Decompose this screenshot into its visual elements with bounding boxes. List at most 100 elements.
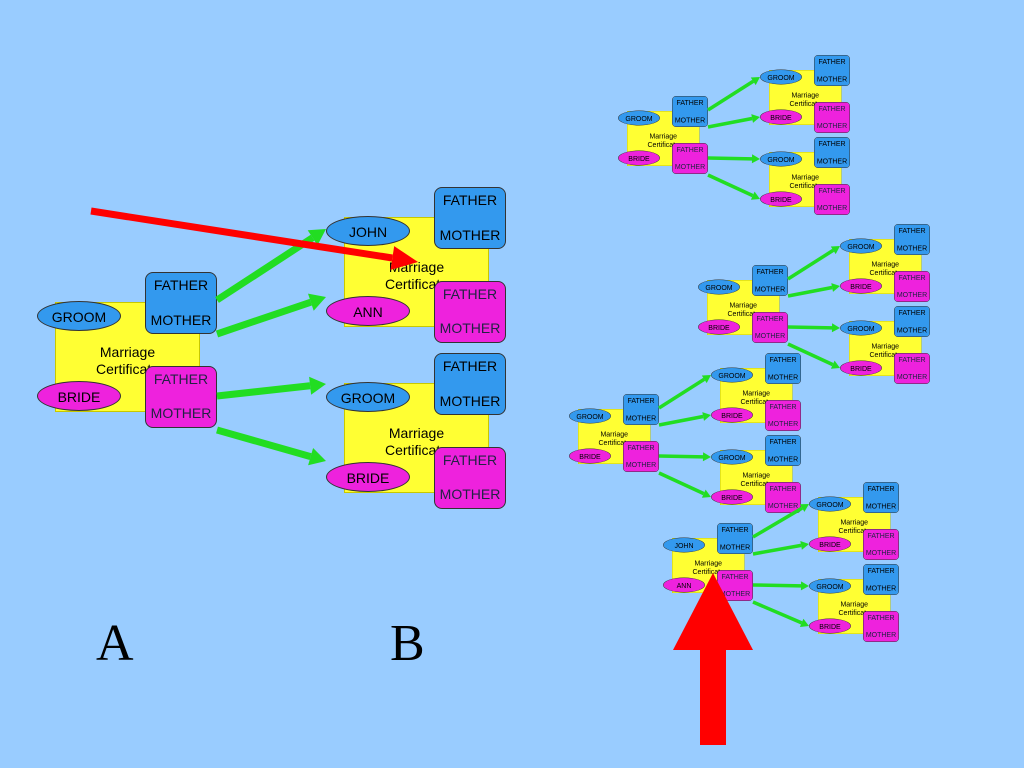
certificate-label: Marriage Certificate xyxy=(647,132,680,149)
john-oval: JOHN xyxy=(663,537,705,553)
groom-father-label: FATHER xyxy=(442,192,498,208)
link-arrow xyxy=(752,600,809,627)
bride-parents-block xyxy=(814,102,850,133)
groom-father-label: FATHER xyxy=(818,57,846,66)
certificate-label: Marriage Certificate xyxy=(740,471,773,488)
groom-mother-label: MOTHER xyxy=(896,244,928,252)
groom-mother-label: MOTHER xyxy=(767,373,799,381)
bride-mother-label: MOTHER xyxy=(439,486,501,502)
groom-father-label: FATHER xyxy=(721,525,749,534)
bride-father-label: FATHER xyxy=(153,371,209,387)
groom-father-label: FATHER xyxy=(756,267,784,276)
bride-father-label: FATHER xyxy=(442,452,498,468)
bride-mother-label: MOTHER xyxy=(150,405,212,421)
bride-oval: BRIDE xyxy=(326,462,410,492)
groom-parents-block xyxy=(814,137,850,168)
bride-father-label: FATHER xyxy=(818,104,846,113)
groom-parents-block xyxy=(863,564,899,595)
groom-mother-label: MOTHER xyxy=(767,455,799,463)
link-arrow xyxy=(707,173,760,200)
groom-parents-block xyxy=(623,394,659,425)
groom-father-label: FATHER xyxy=(442,358,498,374)
groom-mother-label: MOTHER xyxy=(150,312,212,328)
groom-oval: GROOM xyxy=(840,320,882,336)
groom-oval: GROOM xyxy=(698,279,740,295)
groom-parents-block xyxy=(752,265,788,296)
groom-father-label: FATHER xyxy=(867,484,895,493)
bride-oval: BRIDE xyxy=(618,150,660,166)
groom-parents-block xyxy=(765,435,801,466)
bride-mother-label: MOTHER xyxy=(439,320,501,336)
groom-parents-block xyxy=(145,272,217,334)
groom-oval: GROOM xyxy=(760,69,802,85)
bride-father-label: FATHER xyxy=(818,186,846,195)
groom-mother-label: MOTHER xyxy=(674,116,706,124)
bride-mother-label: MOTHER xyxy=(865,548,897,557)
certificate-label: Marriage Certificate xyxy=(789,91,822,108)
bride-oval: BRIDE xyxy=(809,536,851,552)
bride-father-label: FATHER xyxy=(898,273,926,282)
bride-parents-block xyxy=(765,400,801,431)
bride-mother-label: MOTHER xyxy=(767,419,799,428)
bride-father-label: FATHER xyxy=(867,531,895,540)
groom-parents-block xyxy=(894,224,930,255)
groom-father-label: FATHER xyxy=(898,308,926,317)
ann-oval: ANN xyxy=(663,577,705,593)
bride-mother-label: MOTHER xyxy=(767,501,799,510)
bride-father-label: FATHER xyxy=(898,355,926,364)
john-oval: JOHN xyxy=(326,216,410,246)
groom-parents-block xyxy=(814,55,850,86)
bride-father-label: FATHER xyxy=(756,314,784,323)
groom-mother-label: MOTHER xyxy=(896,326,928,334)
bride-mother-label: MOTHER xyxy=(896,290,928,299)
bride-mother-label: MOTHER xyxy=(865,630,897,639)
bride-parents-block xyxy=(434,447,506,509)
link-arrow xyxy=(216,426,326,466)
groom-parents-block xyxy=(672,96,708,127)
groom-oval: GROOM xyxy=(711,367,753,383)
groom-parents-block xyxy=(894,306,930,337)
bride-father-label: FATHER xyxy=(627,443,655,452)
certificate-label: Marriage Certificate xyxy=(384,425,449,458)
bride-oval: BRIDE xyxy=(840,360,882,376)
bride-mother-label: MOTHER xyxy=(896,372,928,381)
groom-oval: GROOM xyxy=(569,408,611,424)
groom-oval: GROOM xyxy=(760,151,802,167)
bride-oval: BRIDE xyxy=(760,109,802,125)
bride-mother-label: MOTHER xyxy=(816,203,848,212)
bride-mother-label: MOTHER xyxy=(674,162,706,171)
bride-parents-block xyxy=(814,184,850,215)
groom-oval: GROOM xyxy=(618,110,660,126)
groom-father-label: FATHER xyxy=(627,396,655,405)
groom-father-label: FATHER xyxy=(153,277,209,293)
groom-father-label: FATHER xyxy=(676,98,704,107)
bride-father-label: FATHER xyxy=(867,613,895,622)
groom-oval: GROOM xyxy=(809,496,851,512)
groom-mother-label: MOTHER xyxy=(816,75,848,83)
bride-mother-label: MOTHER xyxy=(719,589,751,598)
bride-parents-block xyxy=(863,611,899,642)
bride-oval: BRIDE xyxy=(840,278,882,294)
groom-mother-label: MOTHER xyxy=(439,393,501,409)
certificate-label: Marriage Certificate xyxy=(692,559,725,576)
bride-oval: BRIDE xyxy=(37,381,121,411)
link-arrow xyxy=(658,471,711,498)
bride-oval: BRIDE xyxy=(711,489,753,505)
certificate-label: Marriage Certificate xyxy=(740,389,773,406)
bride-oval: BRIDE xyxy=(711,407,753,423)
groom-oval: GROOM xyxy=(840,238,882,254)
bride-mother-label: MOTHER xyxy=(754,331,786,340)
bride-oval: BRIDE xyxy=(809,618,851,634)
groom-oval: GROOM xyxy=(711,449,753,465)
